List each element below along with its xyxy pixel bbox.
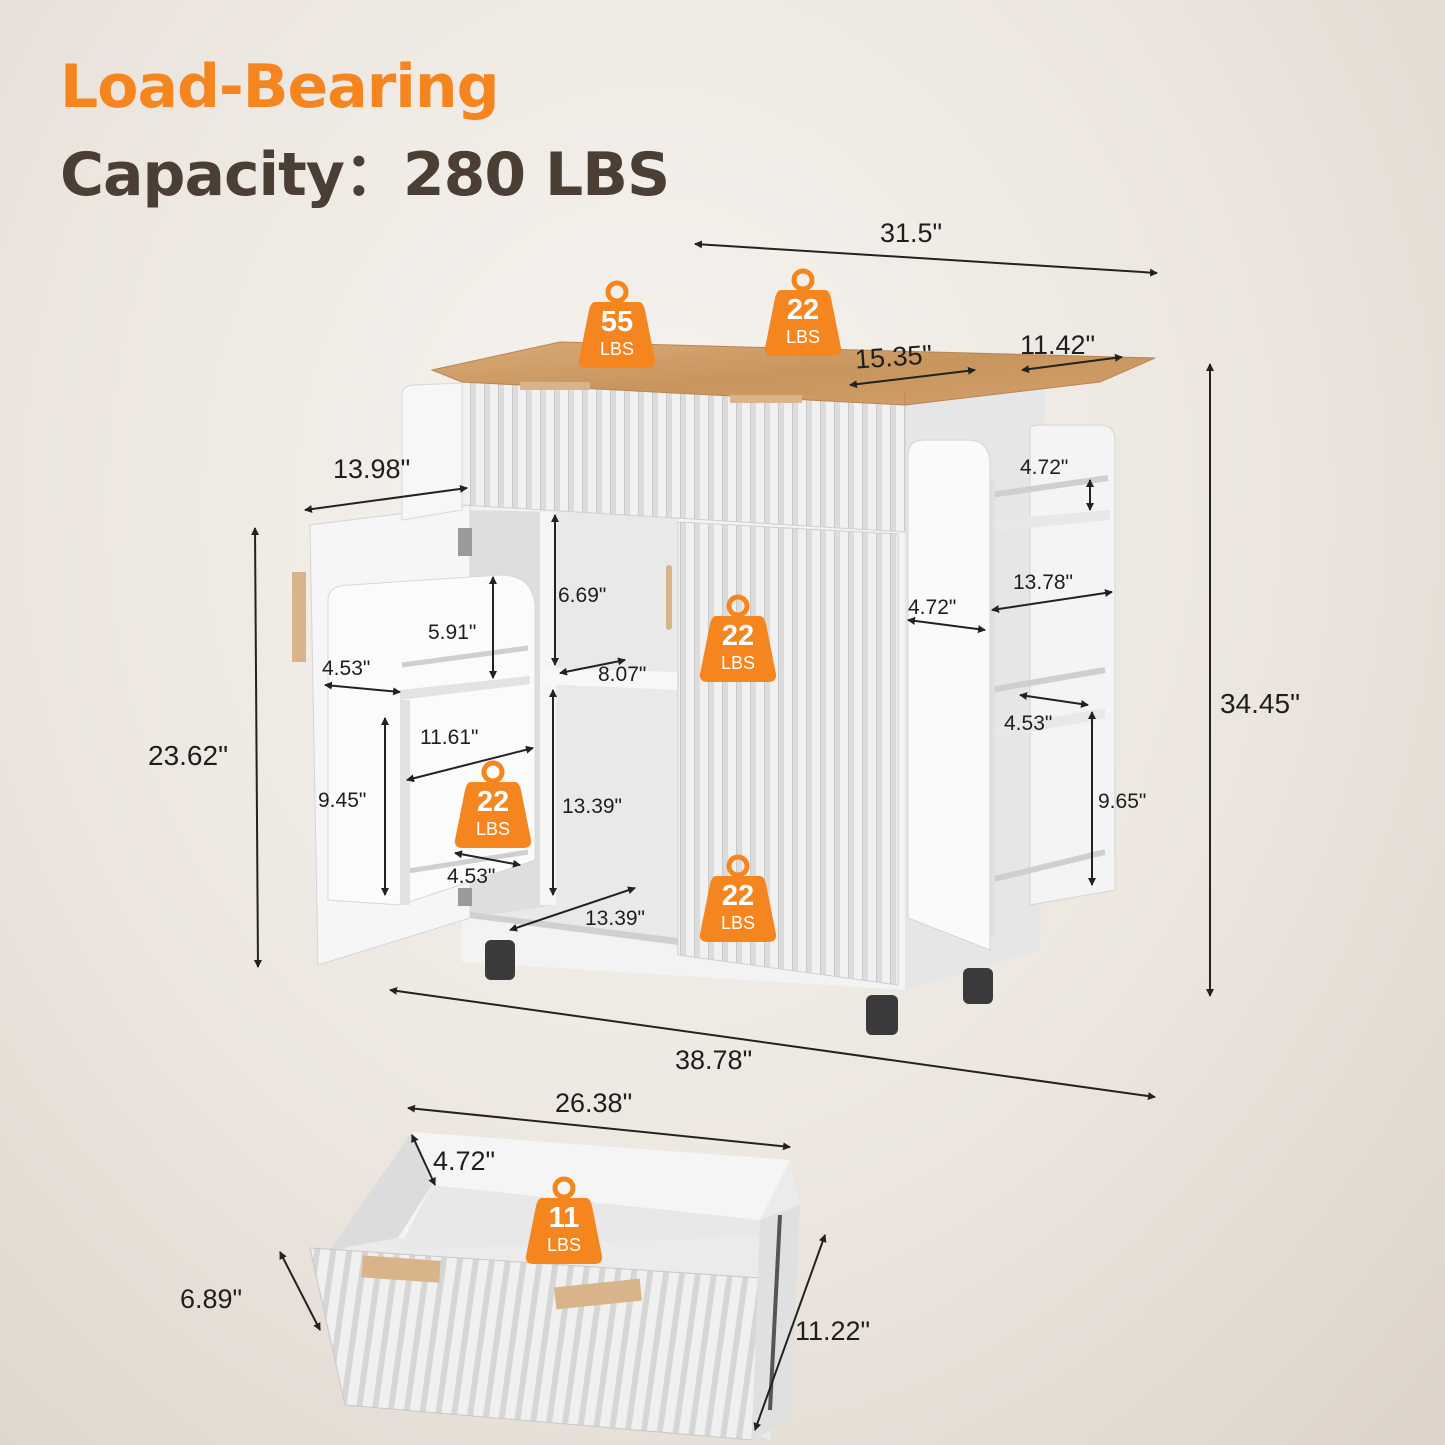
weight-value: 55 [600,306,634,338]
dim-door-rack-lower: 9.45" [318,789,367,812]
dim-drawer-side: 4.72" [433,1146,496,1176]
weight-icon [578,280,656,368]
dim-drawer-width: 26.38" [555,1088,633,1118]
dim-spice-width: 13.78" [1013,571,1074,594]
weight-badge-top-right: 22 LBS [763,268,843,356]
headline-capacity: Capacity：280 LBS [60,140,670,210]
left-side-panel [401,382,463,521]
weight-value: 22 [786,294,820,326]
weight-badge-top-left: 55 LBS [577,280,657,368]
weight-unit: LBS [475,819,511,839]
weight-icon [699,594,777,682]
left-door-handle [292,572,306,662]
weight-icon [525,1176,603,1264]
weight-badge-drawer: 11 LBS [524,1176,604,1264]
dim-door-rack-depth: 4.53" [322,657,371,680]
weight-badge-right-cabinet: 22 LBS [698,594,778,682]
dim-depth: 13.98" [333,454,411,484]
dim-drawer-height: 6.89" [180,1284,243,1314]
dim-leaf-depth: 11.42" [1020,330,1096,360]
weight-badge-bottom-cabinet: 22 LBS [698,854,778,942]
weight-badge-door-shelf: 22 LBS [453,760,533,848]
right-door-handle [666,565,672,630]
weight-value: 11 [548,1202,580,1234]
weight-icon [699,854,777,942]
weight-value: 22 [721,620,755,652]
dim-bottom-depth: 13.39" [585,907,646,930]
weight-value: 22 [476,786,510,818]
pulled-drawer-handle-left [361,1255,441,1283]
pulled-drawer-handle-right [554,1278,642,1310]
headline-load-bearing: Load-Bearing [60,52,500,122]
dim-leaf-width: 15.35" [854,339,934,375]
dim-inner-shelf-height: 6.69" [558,584,607,607]
weight-icon [454,760,532,848]
dim-drawer-depth: 11.22" [795,1316,871,1346]
weight-unit: LBS [785,327,821,347]
dim-total-height: 34.45" [1220,688,1301,719]
weight-icon [764,268,842,356]
dim-door-rack-bottom: 4.53" [447,865,496,888]
drawer-handle-left [520,382,590,390]
dim-side-gap: 4.72" [908,596,957,619]
dim-spice-top-height: 4.72" [1020,456,1069,479]
drawer-handle-right [730,395,802,403]
dim-side-rack-lower: 9.65" [1098,790,1147,813]
top-drawer-front [461,379,906,533]
dim-total-width: 38.78" [675,1045,753,1075]
dim-top-width: 31.5" [880,218,943,248]
dim-side-rack-depth: 4.53" [1004,712,1053,735]
weight-value: 22 [721,880,755,912]
dim-door-rack-width: 11.61" [420,726,479,749]
pulled-out-drawer [309,1132,800,1441]
dim-shelf-width: 8.07" [598,663,647,686]
dim-door-rack-upper: 5.91" [428,621,477,644]
weight-unit: LBS [599,339,635,359]
dim-inner-lower-height: 13.39" [562,795,623,818]
weight-unit: LBS [720,913,756,933]
weight-unit: LBS [720,653,756,673]
dim-cabinet-height: 23.62" [148,740,229,771]
weight-unit: LBS [546,1235,582,1255]
dimension-lines [251,240,1214,1431]
